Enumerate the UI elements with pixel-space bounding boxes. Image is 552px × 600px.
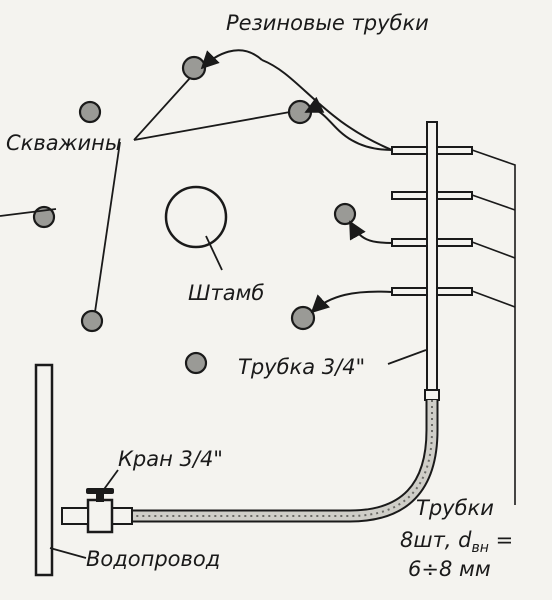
label-tubes-sub: вн — [472, 540, 489, 556]
well-lower-right — [290, 305, 316, 331]
valve — [61, 488, 133, 534]
well-upper-left — [78, 100, 102, 124]
vertical-pipe — [426, 121, 438, 393]
label-rubber-tubes: Резиновые трубки — [226, 11, 429, 35]
label-tubes-line1: Трубки — [416, 496, 494, 520]
tubes-leader-lines — [471, 149, 516, 505]
label-tubes-line3: 6÷8 мм — [408, 557, 491, 581]
label-tubes-eq: = — [489, 528, 513, 552]
well-top — [181, 55, 207, 81]
trunk-leader — [205, 235, 223, 271]
label-wells: Скважины — [6, 131, 121, 155]
water-main-pipe — [34, 363, 54, 577]
pipe-coupling — [424, 389, 440, 401]
label-water-main: Водопровод — [86, 547, 220, 571]
label-valve: Кран 3/4" — [118, 447, 223, 471]
well-right — [333, 202, 357, 226]
label-tubes-count: 8шт, d — [400, 528, 472, 552]
well-lower-left — [80, 309, 104, 333]
valve-leader — [101, 469, 119, 493]
wells-leader-lines — [94, 77, 291, 313]
edge-fragment — [0, 208, 57, 217]
hose-texture — [130, 400, 433, 517]
pipe-leader — [387, 349, 427, 365]
wells-group — [32, 55, 357, 375]
label-trunk: Штамб — [188, 281, 264, 305]
label-tubes-line2: 8шт, dвн = — [400, 528, 513, 556]
water-main-leader — [49, 547, 87, 559]
trunk-circle — [164, 185, 228, 249]
well-bottom — [184, 351, 208, 375]
label-pipe: Трубка 3/4" — [238, 355, 365, 379]
rubber-tubes — [200, 49, 393, 314]
